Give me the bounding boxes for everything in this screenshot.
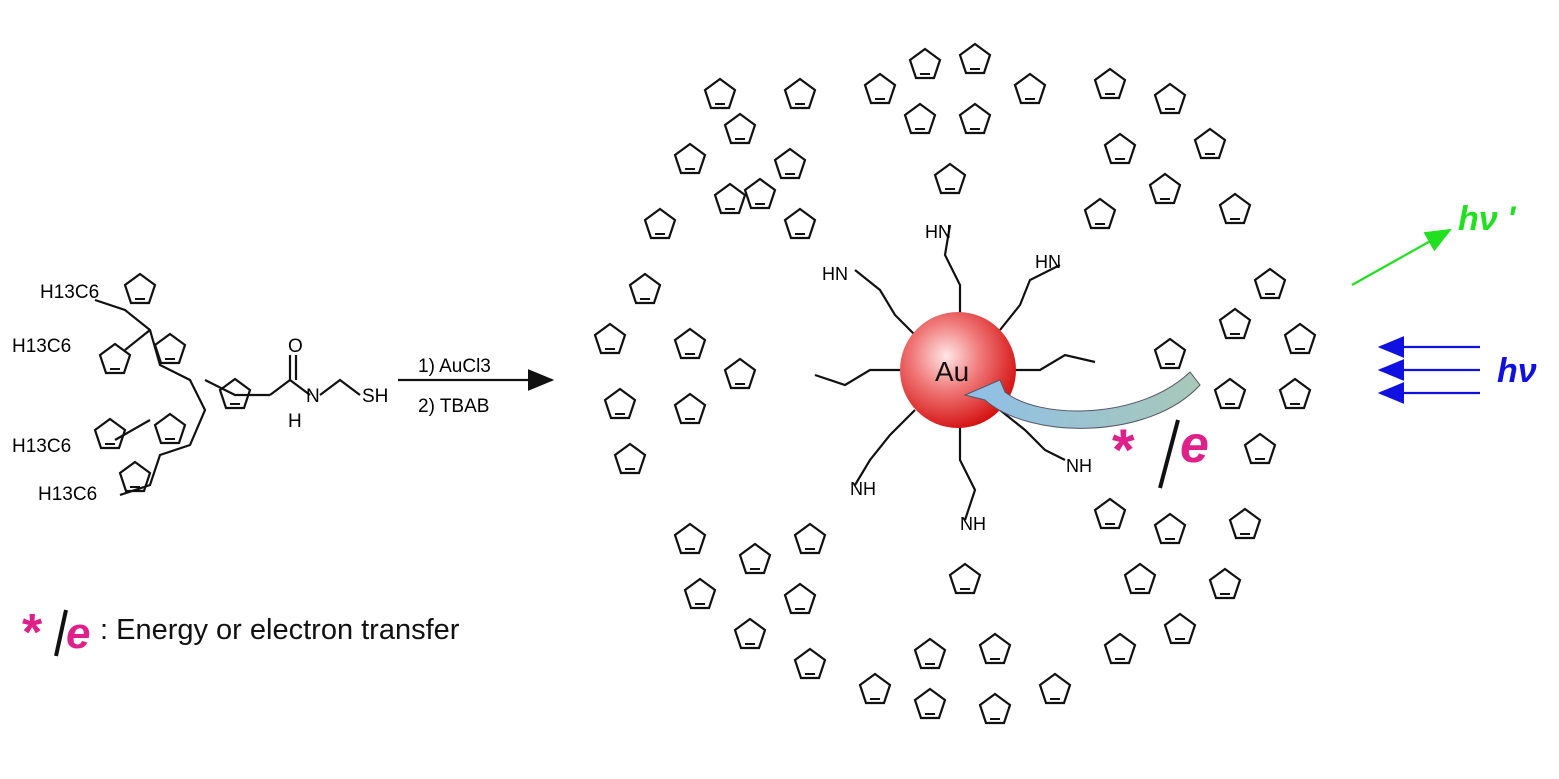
monomer-substituent-3: H13C6 [12, 436, 71, 457]
reaction-arrow-group: 1) AuCl3 2) TBAB [398, 356, 555, 417]
monomer-structure: H13C6 H13C6 H13C6 H13C6 O N H SH [12, 272, 388, 505]
svg-text:e: e [66, 609, 90, 658]
monomer-amide-hydrogen: H [288, 411, 302, 432]
transfer-marker: * e [1112, 416, 1209, 489]
linker-hn-2: HN [925, 222, 951, 242]
legend-symbol: * e [22, 604, 90, 660]
monomer-substituent-2: H13C6 [12, 336, 71, 357]
gold-nanoparticle-assembly: HN HN HN NH NH NH Au [593, 42, 1317, 725]
electron-mark: e [1180, 416, 1209, 474]
linker-nh-3: NH [850, 479, 876, 499]
monomer-thiol: SH [362, 386, 388, 407]
thiolate-linkers [814, 224, 1096, 521]
monomer-substituent-4: H13C6 [38, 484, 97, 505]
linker-hn-1: HN [822, 264, 848, 284]
transfer-arrow [963, 371, 1201, 429]
reaction-step-2: 2) TBAB [418, 396, 489, 417]
linker-hn-3: HN [1035, 252, 1061, 272]
svg-text:*: * [22, 604, 43, 660]
monomer-substituent-1: H13C6 [40, 282, 99, 303]
excitation-label: hν [1497, 352, 1537, 390]
legend: * e : Energy or electron transfer [22, 600, 459, 660]
linker-nh-2: NH [960, 514, 986, 534]
excitation-arrows [1377, 336, 1480, 404]
asterisk-mark: * [1112, 418, 1135, 483]
monomer-amide-oxygen: O [288, 336, 303, 357]
slash-mark [1158, 419, 1180, 489]
linker-nh-1: NH [1066, 456, 1092, 476]
emission-arrow [1351, 228, 1452, 286]
legend-text: : Energy or electron transfer [100, 613, 460, 646]
reaction-step-1: 1) AuCl3 [418, 356, 491, 377]
monomer-amide-nitrogen: N [306, 386, 320, 407]
gold-core-label: Au [935, 356, 969, 387]
emission-label: hν ' [1458, 200, 1517, 238]
